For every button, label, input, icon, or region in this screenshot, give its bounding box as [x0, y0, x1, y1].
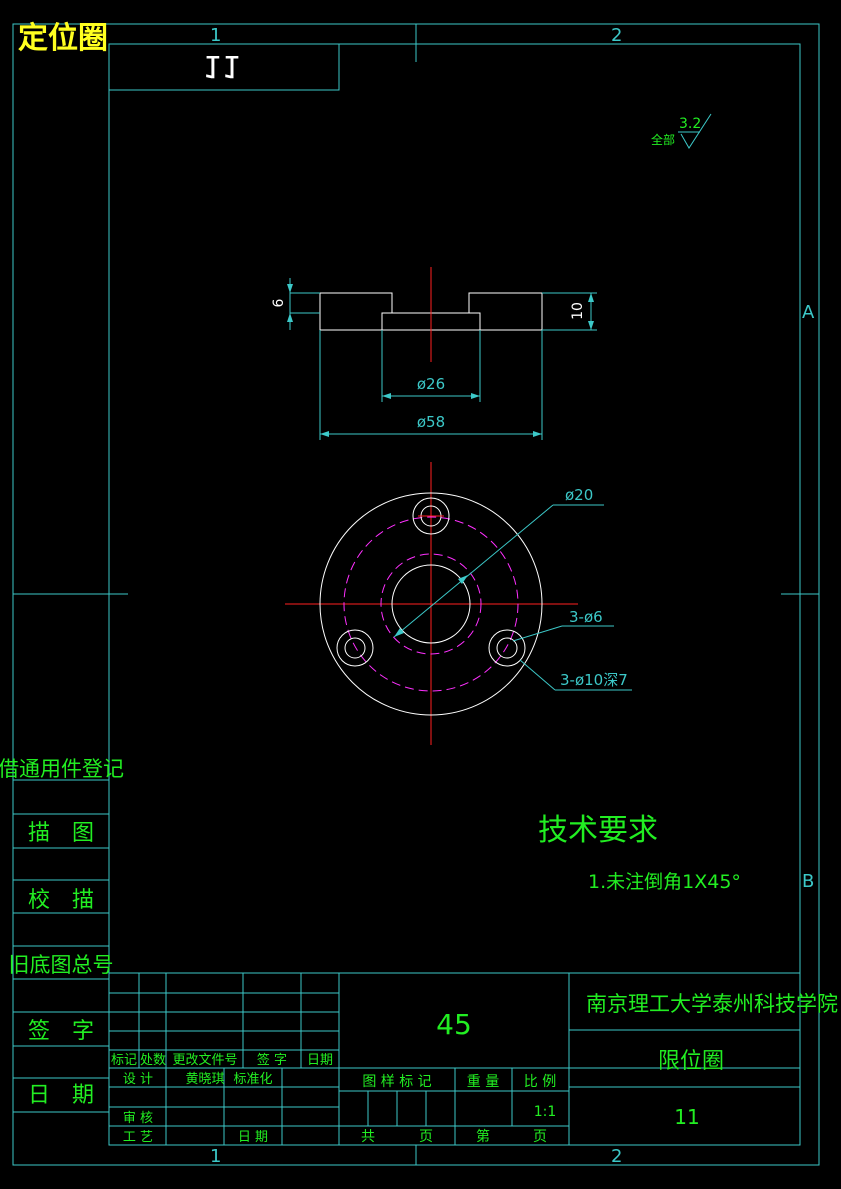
inner-border: [108, 43, 801, 1146]
tb-review: 审 核: [123, 1111, 153, 1126]
dim-arrow: [287, 313, 293, 322]
part-no: 11: [674, 1105, 699, 1129]
side-trace: 描 图: [28, 821, 94, 846]
grid-label-a: A: [802, 302, 815, 323]
dim-arrow: [533, 431, 542, 437]
hatch-right: [468, 292, 543, 331]
dim-dia-58: ø58: [417, 413, 445, 431]
tb-h-doc: 更改文件号: [172, 1053, 237, 1068]
side-reg: 借通用件登记: [0, 757, 124, 781]
side-column: 借通用件登记 描 图 校 描 旧底图总号 签 字 日 期: [0, 757, 124, 1113]
material: 45: [436, 1008, 472, 1041]
roughness-check-mark: [680, 113, 712, 149]
dim-arrow: [471, 393, 480, 399]
dim-height-6: 6: [271, 298, 287, 307]
side-date: 日 期: [28, 1083, 94, 1108]
bore-circle: [391, 564, 471, 644]
hatch-left: [319, 292, 393, 331]
tb-stage: 图 样 标 记: [362, 1074, 431, 1090]
top-view: ø20 3-ø6 3-ø10深7: [285, 462, 632, 745]
leader-holes-6: [512, 625, 563, 642]
tb-h-mark: 标记: [111, 1053, 137, 1068]
roughness-scope: 全部: [651, 132, 675, 147]
dim-holes-6: 3-ø6: [569, 608, 603, 626]
hole-cbore-3: [488, 629, 526, 667]
tb-page-1: 页: [419, 1129, 433, 1145]
tb-no: 第: [476, 1128, 490, 1145]
drawing-title: 定位圈: [18, 21, 108, 56]
dim-arrow: [320, 431, 329, 437]
side-check-trace: 校 描: [28, 888, 94, 913]
dim-height-10: 10: [570, 302, 586, 320]
hole-cbore-1: [412, 497, 450, 535]
tb-page-2: 页: [533, 1129, 547, 1145]
dim-holes-10: 3-ø10深7: [560, 671, 628, 689]
hole-3: [496, 637, 518, 659]
tb-ratio: 比 例: [524, 1074, 556, 1090]
tb-weight: 重 量: [467, 1074, 499, 1090]
roughness-value: 3.2: [679, 116, 701, 132]
grid-label-bottom-2: 2: [611, 1146, 622, 1167]
dim-arrow: [394, 628, 404, 637]
inner-step-circle: [380, 553, 482, 655]
tb-date-label: 日 期: [238, 1130, 268, 1145]
part-no-box: [109, 44, 340, 91]
dim-arrow: [382, 393, 391, 399]
roughness-symbol: 3.2 全部: [651, 113, 712, 149]
tb-designer: 黄晓琪: [185, 1072, 224, 1087]
tb-h-sign: 签 字: [257, 1052, 287, 1068]
dim-dia-20: ø20: [565, 486, 593, 504]
leader-holes-10: [519, 659, 556, 691]
grid-label-top-2: 2: [611, 25, 622, 46]
tb-design: 设 计: [123, 1072, 153, 1087]
leader-dia-20: [393, 504, 554, 638]
tb-standard: 标准化: [233, 1072, 272, 1087]
dim-dia-26: ø26: [417, 375, 445, 393]
tb-process: 工 艺: [123, 1130, 153, 1145]
section-view: 6 10 ø26 ø58: [271, 267, 597, 440]
outer-circle: [319, 492, 543, 716]
grid-label-b: B: [802, 871, 814, 892]
tb-total: 共: [361, 1129, 375, 1145]
part-name: 限位圈: [658, 1049, 724, 1074]
dim-arrow: [287, 284, 293, 293]
side-sign: 签 字: [28, 1019, 94, 1044]
tb-h-date: 日期: [307, 1053, 333, 1068]
title-block: 45 南京理工大学泰州科技学院 限位圈 11 标记 处数 更改文件号 签 字 日…: [109, 972, 838, 1145]
bolt-circle: [343, 516, 519, 692]
grid-label-bottom-1: 1: [210, 1146, 221, 1167]
dim-arrow: [588, 321, 594, 330]
tech-title: 技术要求: [538, 813, 658, 848]
side-old-no: 旧底图总号: [9, 953, 114, 977]
dim-arrow: [458, 575, 468, 584]
tb-h-count: 处数: [140, 1053, 166, 1068]
tech-item-1: 1.未注倒角1X45°: [588, 871, 741, 893]
grid-label-top-1: 1: [210, 25, 221, 46]
hole-cbore-2: [336, 629, 374, 667]
school-name: 南京理工大学泰州科技学院: [586, 992, 838, 1016]
mirrored-part-no: 11: [203, 48, 241, 83]
tb-scale: 1:1: [534, 1104, 557, 1120]
hole-2: [344, 637, 366, 659]
dim-arrow: [588, 293, 594, 302]
